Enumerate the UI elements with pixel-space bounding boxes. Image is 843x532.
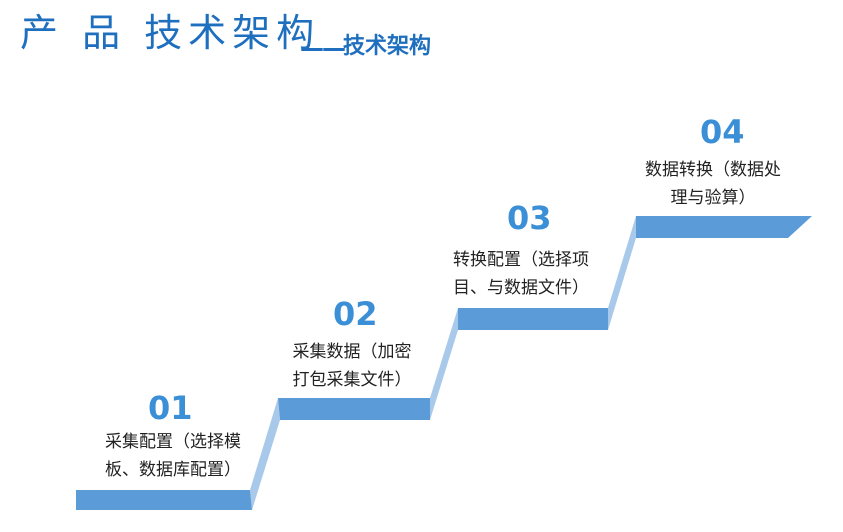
step-label-1-line1: 采集配置（选择模 [105,432,241,452]
step-number-1: 01 [148,389,193,427]
step-tread-4 [636,216,812,238]
step-label-2-line1: 采集数据（加密 [292,342,412,362]
step-number-4: 04 [700,113,745,151]
step-tread-1 [76,490,252,510]
title-main: 产 品 技术架构 [20,11,321,55]
step-label-4-line1: 数据转换（数据处 [645,160,781,180]
riser-3 [608,216,636,330]
step-label-1-line2: 板、数据库配置） [105,460,241,480]
riser-1 [250,398,280,510]
step-tread-2 [278,398,430,420]
step-label-2-line2: 打包采集文件） [292,370,412,390]
step-label-4-line2: 理与验算） [670,188,756,208]
step-label-1: 采集配置（选择模 板、数据库配置） [88,428,258,484]
riser-2 [430,308,458,420]
step-label-3-line2: 目、与数据文件） [453,278,589,298]
step-label-4: 数据转换（数据处 理与验算） [628,156,798,212]
title-sub: 技术架构 [343,34,432,59]
step-tread-3 [458,308,608,330]
step-label-2: 采集数据（加密 打包采集文件） [272,338,432,394]
step-number-3: 03 [507,199,552,237]
step-label-3-line1: 转换配置（选择项 [453,250,589,270]
step-number-2: 02 [333,295,378,333]
title-dash: —— [300,34,346,62]
step-label-3: 转换配置（选择项 目、与数据文件） [436,246,606,302]
